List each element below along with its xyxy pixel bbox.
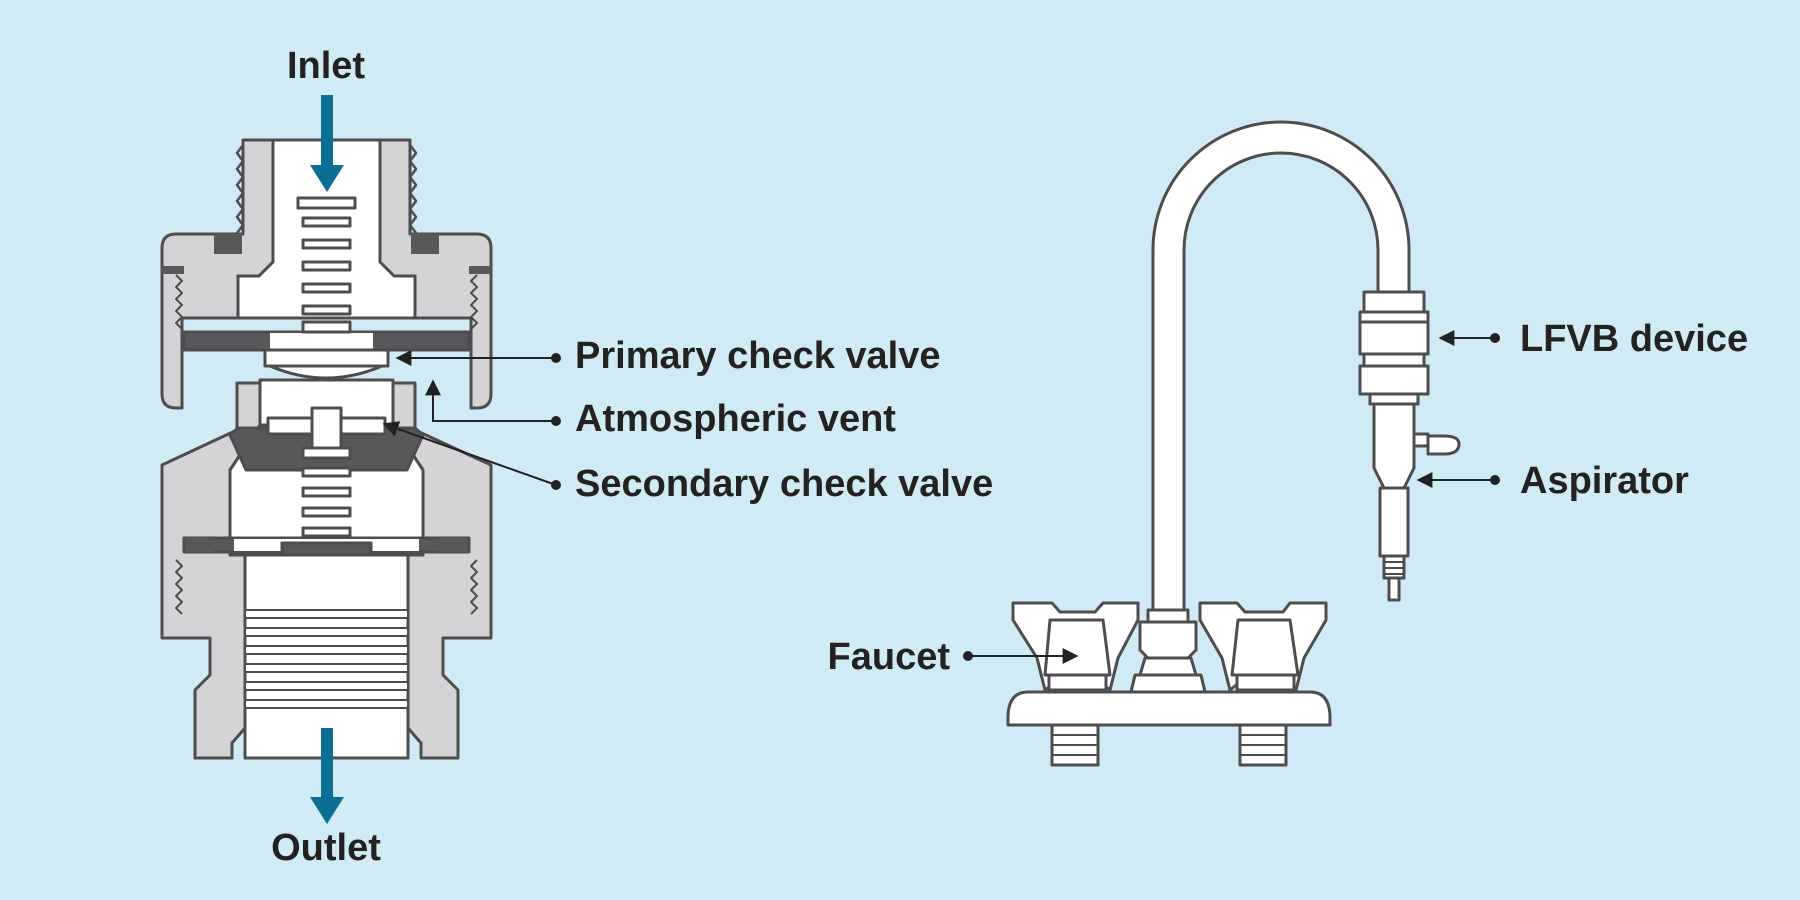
gaskets <box>162 234 491 552</box>
lfvb-device <box>1358 290 1430 406</box>
secondary-check-valve-leader <box>382 421 557 486</box>
cap-thread-left <box>175 274 183 330</box>
body-thread-left <box>175 559 183 615</box>
upper-cap-left <box>160 138 275 410</box>
faucet-label: Faucet <box>828 636 951 678</box>
atmospheric-vent-leader <box>425 379 556 422</box>
inlet-chamber <box>236 138 417 320</box>
lower-disc <box>280 541 373 557</box>
spout-base <box>1129 608 1207 694</box>
primary-disc <box>263 348 390 380</box>
upper-cap-right <box>378 138 493 410</box>
inlet-arrow <box>310 95 344 192</box>
gooseneck-spout <box>1151 120 1411 612</box>
primary-spring-cap <box>296 196 357 210</box>
cutaway-callouts <box>382 350 561 490</box>
secondary-check-valve-label: Secondary check valve <box>575 463 993 505</box>
primary-check-valve-label: Primary check valve <box>575 335 941 377</box>
outlet-bore <box>243 553 410 760</box>
faucet <box>1006 120 1461 767</box>
outlet-threads <box>244 609 409 709</box>
left-handle <box>1011 601 1140 702</box>
outlet-label: Outlet <box>271 827 381 869</box>
shanks <box>1050 723 1288 767</box>
primary-spring <box>301 216 352 334</box>
aspirator <box>1372 402 1461 602</box>
lfvb-device-label: LFVB device <box>1520 318 1748 360</box>
inlet-label: Inlet <box>287 45 365 87</box>
body-thread-right <box>470 559 478 615</box>
secondary-spring <box>301 466 352 538</box>
flow-arrows <box>310 95 344 824</box>
secondary-stem <box>310 406 343 450</box>
secondary-spring-cap <box>301 446 352 460</box>
faucet-deck <box>1006 690 1332 727</box>
aspirator-label: Aspirator <box>1520 460 1689 502</box>
inlet-thread-right <box>408 144 418 234</box>
inlet-thread-left <box>235 144 245 234</box>
lfvb-cutaway <box>160 138 493 760</box>
primary-seat-gap <box>270 333 373 349</box>
cap-thread-right <box>470 274 478 330</box>
outlet-arrow <box>310 728 344 824</box>
atmospheric-vent-label: Atmospheric vent <box>575 398 896 440</box>
faucet-callouts <box>963 330 1500 664</box>
